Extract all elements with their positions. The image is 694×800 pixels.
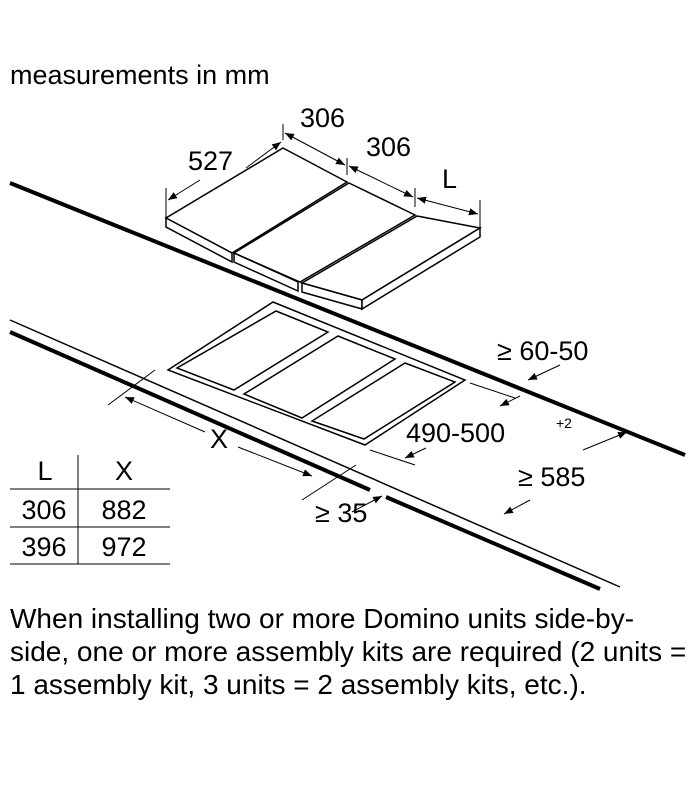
front-distance-label: ≥ 35 — [315, 498, 367, 528]
hob-width-last-label: L — [442, 164, 457, 194]
worktop-front-edge-thin — [9, 319, 621, 588]
hob-width-1-label: 306 — [300, 103, 345, 133]
hob-depth-label: 527 — [188, 146, 233, 176]
cutout-depth-tolerance: +2 — [556, 415, 572, 431]
cutout-depth-label: 490-500 — [406, 418, 505, 448]
hob-width-2-label: 306 — [366, 132, 411, 162]
worktop-depth-label: ≥ 585 — [518, 462, 585, 492]
hob-2 — [232, 182, 417, 283]
table-cell: 396 — [21, 532, 66, 562]
size-table: L X 306 882 396 972 — [10, 455, 170, 565]
table-cell: 972 — [101, 532, 146, 562]
worktop-cutout — [166, 301, 467, 446]
table-header-x: X — [115, 456, 133, 486]
worktop-back-edge — [9, 181, 686, 457]
rear-distance-label: ≥ 60-50 — [497, 336, 588, 366]
cutout-width-label: X — [210, 424, 228, 454]
table-cell: 306 — [21, 495, 66, 525]
measurements-caption: measurements in mm — [10, 60, 270, 90]
table-header-l: L — [37, 456, 52, 486]
table-cell: 882 — [101, 495, 146, 525]
worktop-front-edge — [9, 330, 371, 492]
assembly-kit-note: When installing two or more Domino units… — [10, 603, 687, 700]
worktop-front-edge-2 — [385, 495, 601, 591]
domino-hobs — [164, 147, 483, 311]
